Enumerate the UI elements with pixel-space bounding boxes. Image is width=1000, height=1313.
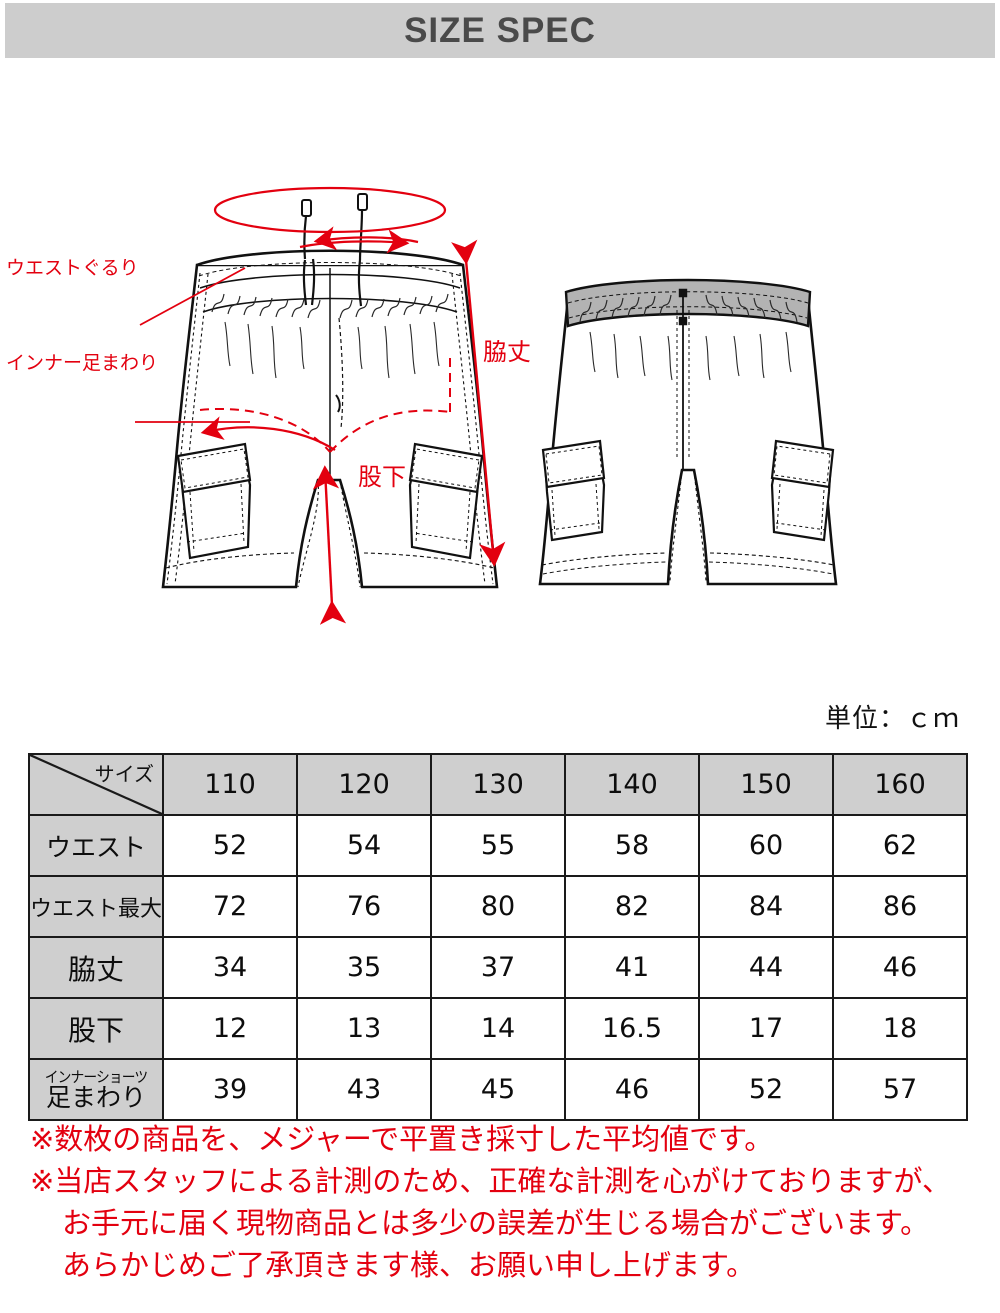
front-view <box>161 193 499 589</box>
cell-waist-160: 62 <box>832 814 968 877</box>
cell-waist-max-130: 80 <box>430 875 566 938</box>
label-inseam: 股下 <box>358 463 406 491</box>
table-row: ウエスト 52 54 55 58 60 62 <box>28 814 968 877</box>
cell-waist-max-120: 76 <box>296 875 432 938</box>
cell-side-length-160: 46 <box>832 936 968 999</box>
measurement-annotations <box>135 186 506 625</box>
table-row: インナーショーツ 足まわり 39 43 45 46 52 57 <box>28 1058 968 1121</box>
table-corner-cell: サイズ <box>28 753 164 816</box>
notes-block: ※数枚の商品を、メジャーで平置き採寸した平均値です。 ※当店スタッフによる計測の… <box>30 1118 980 1286</box>
table-row: 脇丈 34 35 37 41 44 46 <box>28 936 968 999</box>
cell-inner-leg-150: 52 <box>698 1058 834 1121</box>
corner-label: サイズ <box>94 762 154 786</box>
column-header-160: 160 <box>832 753 968 816</box>
cell-waist-max-110: 72 <box>162 875 298 938</box>
size-spec-table-wrapper: サイズ 110 120 130 140 150 160 ウエスト 52 54 5… <box>28 753 968 1121</box>
row-label-side-length: 脇丈 <box>28 936 164 999</box>
column-header-150: 150 <box>698 753 834 816</box>
note-line-1: ※数枚の商品を、メジャーで平置き採寸した平均値です。 <box>30 1122 774 1156</box>
cell-inseam-120: 13 <box>296 997 432 1060</box>
cell-waist-max-150: 84 <box>698 875 834 938</box>
cell-waist-max-140: 82 <box>564 875 700 938</box>
table-row: 股下 12 13 14 16.5 17 18 <box>28 997 968 1060</box>
row-label-line-2: 足まわり <box>45 1082 146 1112</box>
cell-inner-leg-160: 57 <box>832 1058 968 1121</box>
row-label-waist-max: ウエスト最大 <box>28 875 164 938</box>
row-label-inner-shorts-leg: インナーショーツ 足まわり <box>28 1058 164 1121</box>
cell-inner-leg-110: 39 <box>162 1058 298 1121</box>
cell-inner-leg-120: 43 <box>296 1058 432 1121</box>
cell-inner-leg-140: 46 <box>564 1058 700 1121</box>
cell-waist-110: 52 <box>162 814 298 877</box>
size-spec-table: サイズ 110 120 130 140 150 160 ウエスト 52 54 5… <box>28 753 968 1121</box>
cell-side-length-120: 35 <box>296 936 432 999</box>
cell-waist-max-160: 86 <box>832 875 968 938</box>
diagram-svg: ウエストぐるり インナー足まわり 脇丈 股下 <box>6 186 838 625</box>
cell-waist-120: 54 <box>296 814 432 877</box>
cell-side-length-110: 34 <box>162 936 298 999</box>
cell-side-length-150: 44 <box>698 936 834 999</box>
corner-diagonal-line <box>30 755 162 814</box>
cell-side-length-130: 37 <box>430 936 566 999</box>
back-view <box>538 278 838 586</box>
cell-inseam-140: 16.5 <box>564 997 700 1060</box>
garment-diagram: ウエストぐるり インナー足まわり 脇丈 股下 <box>0 60 1000 680</box>
label-side-length: 脇丈 <box>483 338 531 366</box>
row-label-waist: ウエスト <box>28 814 164 877</box>
column-header-120: 120 <box>296 753 432 816</box>
cell-side-length-140: 41 <box>564 936 700 999</box>
table-row: ウエスト最大 72 76 80 82 84 86 <box>28 875 968 938</box>
cell-inseam-110: 12 <box>162 997 298 1060</box>
row-label-inseam: 股下 <box>28 997 164 1060</box>
cell-waist-150: 60 <box>698 814 834 877</box>
column-header-110: 110 <box>162 753 298 816</box>
header-banner: SIZE SPEC <box>5 3 995 58</box>
cell-waist-130: 55 <box>430 814 566 877</box>
cell-waist-140: 58 <box>564 814 700 877</box>
table-header-row: サイズ 110 120 130 140 150 160 <box>28 753 968 816</box>
label-inner-leg-opening: インナー足まわり <box>6 352 158 374</box>
column-header-130: 130 <box>430 753 566 816</box>
note-line-4: あらかじめご了承頂きます様、お願い申し上げます。 <box>62 1248 756 1283</box>
cell-inner-leg-130: 45 <box>430 1058 566 1121</box>
label-waist-around: ウエストぐるり <box>6 257 139 279</box>
cell-inseam-130: 14 <box>430 997 566 1060</box>
row-label-line-1: インナーショーツ <box>44 1067 148 1086</box>
column-header-140: 140 <box>564 753 700 816</box>
page-title: SIZE SPEC <box>404 10 596 50</box>
note-line-3: お手元に届く現物商品とは多少の誤差が生じる場合がございます。 <box>62 1206 930 1241</box>
cell-inseam-150: 17 <box>698 997 834 1060</box>
cell-inseam-160: 18 <box>832 997 968 1060</box>
note-line-2: ※当店スタッフによる計測のため、正確な計測を心がけておりますが、 <box>30 1164 951 1199</box>
unit-label: 単位：ｃｍ <box>824 704 960 734</box>
